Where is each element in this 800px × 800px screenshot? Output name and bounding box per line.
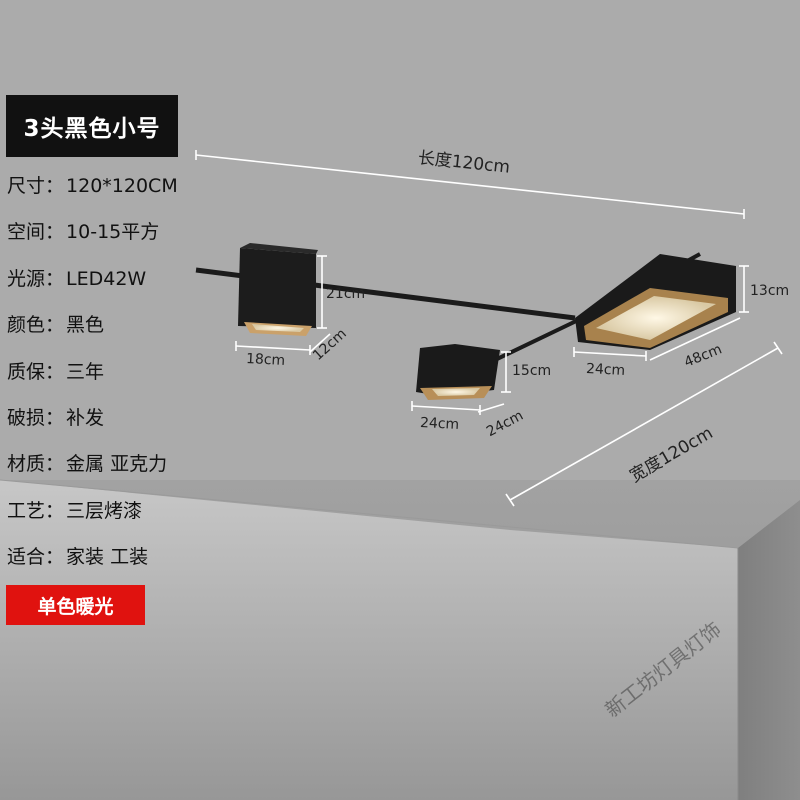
spec-light-source: 光源：LED42W (7, 267, 147, 290)
spec-size: 尺寸：120*120CM (7, 175, 178, 197)
spec-craft: 工艺：三层烤漆 (7, 499, 143, 522)
spec-value: 补发 (66, 406, 105, 429)
dim-lamp3-height: 13cm (750, 283, 790, 299)
spec-value: 三年 (66, 360, 105, 383)
dim-lamp2-height: 15cm (512, 363, 552, 379)
spec-value: 10-15平方 (66, 221, 160, 244)
spec-list: 尺寸：120*120CM 空间：10-15平方 光源：LED42W 颜色：黑色 … (7, 172, 178, 590)
product-title: 3头黑色小号 (6, 95, 178, 157)
dim-lamp3-width: 24cm (585, 360, 626, 380)
spec-value: 120*120CM (66, 175, 178, 197)
spec-label: 尺寸 (7, 175, 46, 197)
spec-value: 黑色 (66, 314, 105, 337)
ceiling-surface (0, 0, 800, 480)
spec-space: 空间：10-15平方 (7, 221, 160, 244)
spec-label: 光源 (7, 267, 46, 290)
spec-warranty: 质保：三年 (7, 360, 105, 383)
spec-material: 材质：金属 亚克力 (7, 453, 168, 476)
spec-label: 破损 (7, 406, 46, 429)
light-color-badge: 单色暖光 (6, 585, 145, 625)
spec-label: 质保 (7, 360, 46, 383)
left-wall (0, 480, 738, 800)
right-wall (738, 500, 800, 800)
lamp-center-cube (416, 344, 500, 400)
spec-color: 颜色：黑色 (7, 314, 105, 337)
spec-label: 颜色 (7, 314, 46, 337)
spec-label: 适合 (7, 546, 46, 569)
spec-value: 家装 工装 (66, 546, 149, 569)
lamp-small-cube (238, 243, 318, 336)
spec-label: 空间 (7, 221, 46, 244)
spec-value: 三层烤漆 (66, 499, 143, 522)
dim-lamp1-width: 18cm (245, 350, 286, 370)
spec-suitable: 适合：家装 工装 (7, 546, 149, 569)
spec-damage: 破损：补发 (7, 406, 105, 429)
dimension-lines (195, 150, 783, 507)
lamp-large-panel (575, 254, 736, 350)
dim-lamp1-height: 21cm (326, 286, 366, 302)
dim-lamp2-width: 24cm (419, 414, 460, 434)
spec-label: 材质 (7, 453, 46, 476)
spec-value: 金属 亚克力 (66, 453, 168, 476)
spec-value: LED42W (66, 267, 147, 290)
spec-label: 工艺 (7, 499, 46, 522)
